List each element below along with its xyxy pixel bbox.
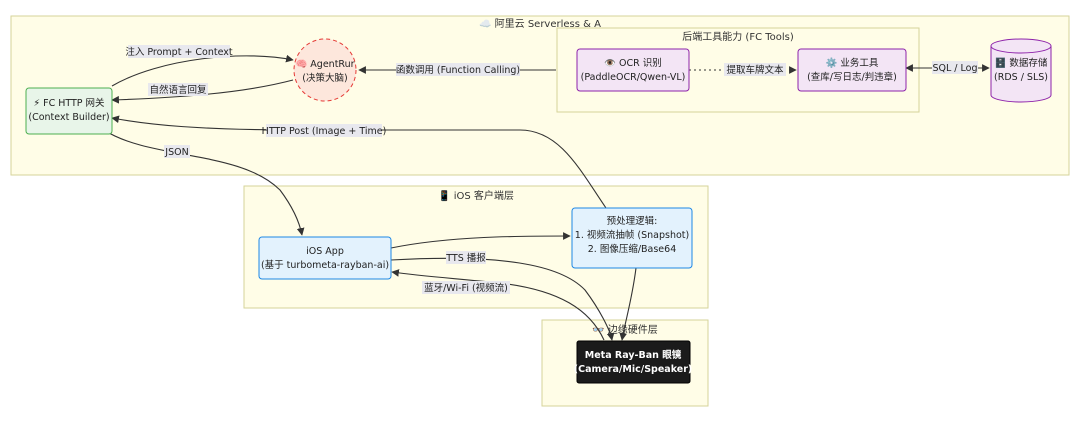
node-ios-app: iOS App (基于 turbometa-rayban-ai) [258, 236, 392, 280]
node-ocr-title: 👁️ OCR 识别 [604, 58, 662, 69]
edge-pre-glasses [619, 267, 637, 341]
node-data-storage: 🗄️ 数据存储 (RDS / SLS) [990, 38, 1052, 103]
node-preprocess-step-2: 2. 图像压缩/Base64 [588, 243, 677, 255]
node-fc-gateway-title: ⚡ FC HTTP 网关 [33, 97, 105, 109]
edge-label-bt-text: 蓝牙/Wi-Fi (视频流) [424, 282, 508, 294]
node-ios-app-subtitle: (基于 turbometa-rayban-ai) [261, 259, 389, 271]
node-agent-runtime-title: 🧠 AgentRur [295, 58, 354, 70]
node-business-tools-title: ⚙️ 业务工具 [826, 57, 879, 69]
edge-label-inject-text: 注入 Prompt + Context [125, 46, 233, 58]
cluster-tools-title: 后端工具能力 (FC Tools) [682, 30, 794, 43]
node-glasses: Meta Ray-Ban 眼镜 (Camera/Mic/Speaker) [574, 340, 692, 384]
node-glasses-title: Meta Ray-Ban 眼镜 [585, 349, 682, 361]
edge-label-inject: 注入 Prompt + Context [125, 45, 233, 58]
edge-label-func-call: 函数调用 (Function Calling) [396, 63, 520, 76]
edge-label-plate: 提取车牌文本 [724, 63, 786, 76]
node-data-storage-subtitle: (RDS / SLS) [994, 72, 1048, 83]
edge-label-json: JSON [164, 145, 190, 158]
edge-ios-pre [390, 232, 571, 249]
node-business-tools-subtitle: (查库/写日志/判违章) [807, 71, 897, 83]
edge-label-http-post-text: HTTP Post (Image + Time) [262, 126, 387, 137]
edge-label-tts-text: TTS 播报 [445, 252, 486, 264]
edge-inject [111, 54, 294, 87]
edge-label-reply: 自然语言回复 [148, 83, 208, 96]
edge-label-sql: SQL / Log [932, 61, 978, 74]
node-preprocess-step-1: 1. 视频流抽帧 (Snapshot) [575, 229, 689, 241]
node-fc-gateway-subtitle: (Context Builder) [28, 112, 109, 123]
edge-label-sql-text: SQL / Log [932, 63, 977, 74]
node-glasses-subtitle: (Camera/Mic/Speaker) [574, 364, 692, 375]
edge-label-func-call-text: 函数调用 (Function Calling) [396, 64, 520, 76]
node-ocr: 👁️ OCR 识别 (PaddleOCR/Qwen-VL) [576, 48, 690, 92]
edge-label-http-post: HTTP Post (Image + Time) [262, 124, 387, 137]
node-fc-gateway: ⚡ FC HTTP 网关 (Context Builder) [25, 87, 113, 135]
node-ocr-subtitle: (PaddleOCR/Qwen-VL) [581, 72, 686, 83]
edge-label-json-text: JSON [164, 147, 188, 158]
node-ios-app-title: iOS App [306, 246, 344, 257]
cluster-ios-title: 📱 iOS 客户端层 [438, 189, 514, 202]
edge-label-bt: 蓝牙/Wi-Fi (视频流) [422, 281, 510, 294]
cluster-cloud-title: ☁️ 阿里云 Serverless & A [479, 18, 601, 30]
edge-label-reply-text: 自然语言回复 [149, 84, 207, 96]
edge-json [103, 129, 305, 236]
node-agent-runtime-subtitle: (决策大脑) [302, 72, 347, 84]
edge-label-plate-text: 提取车牌文本 [726, 64, 784, 76]
node-preprocess: 预处理逻辑: 1. 视频流抽帧 (Snapshot) 2. 图像压缩/Base6… [571, 207, 693, 269]
node-data-storage-title: 🗄️ 数据存储 [995, 57, 1048, 69]
node-agent-runtime: 🧠 AgentRur (决策大脑) [293, 38, 357, 102]
node-preprocess-title: 预处理逻辑: [607, 215, 658, 227]
edge-label-tts: TTS 播报 [445, 251, 486, 264]
node-business-tools: ⚙️ 业务工具 (查库/写日志/判违章) [797, 48, 907, 92]
